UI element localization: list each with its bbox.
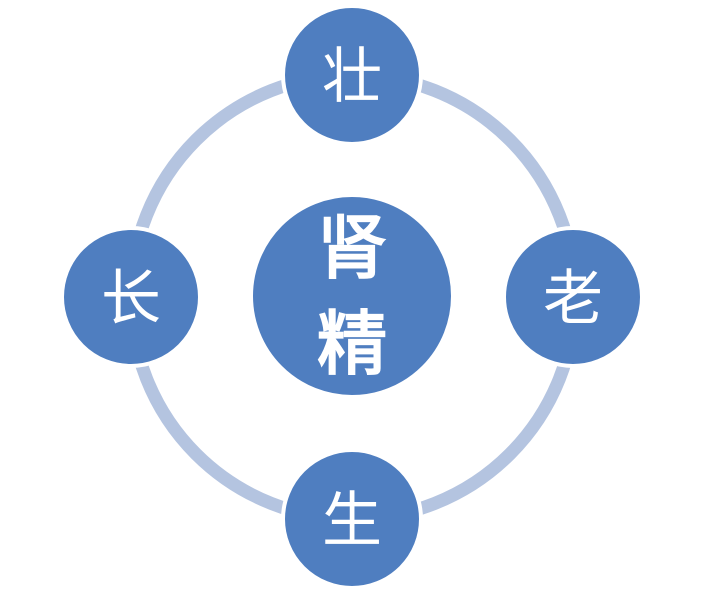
node-center-label-1: 肾 [317,207,387,289]
node-right: 老 [502,226,644,368]
node-top-circle [281,4,423,146]
node-bottom-circle [281,448,423,590]
node-bottom: 生 [281,448,423,590]
node-center-label-2: 精 [317,303,387,385]
node-top: 壮 [281,4,423,146]
node-right-circle [502,226,644,368]
node-left-label: 长 [101,264,161,334]
node-center-circle [249,193,455,399]
node-left: 长 [60,226,202,368]
node-bottom-label: 生 [322,486,382,556]
node-top-label: 壮 [322,42,382,112]
node-center: 肾 精 [249,193,455,399]
node-right-label: 老 [543,264,603,334]
node-left-circle [60,226,202,368]
